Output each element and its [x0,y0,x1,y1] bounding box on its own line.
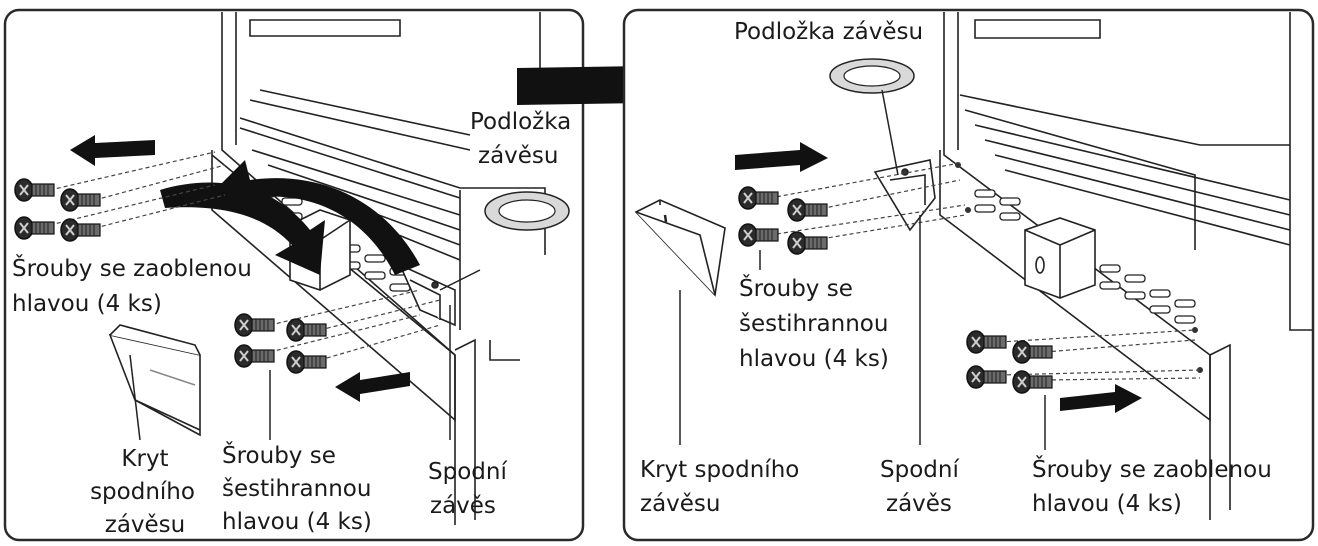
washer-icon [829,58,915,94]
label-cover-line3: závěsu [104,512,186,538]
label-hex-screws-line1: Šrouby se [739,276,853,302]
arrow-icon [70,135,410,402]
label-cover-line2: spodního [90,479,195,505]
washer-icon [484,191,570,231]
leader-lines [129,269,481,441]
label-hex-screws-line2: šestihrannou [222,476,372,502]
right-panel-frame [622,8,1315,542]
label-hinge-line1: Spodní [428,459,507,485]
label-washer-line2: závěsu [478,143,559,169]
cover-icon [634,199,726,297]
dashed-guides [769,162,1201,381]
label-cover-line2: závěsu [640,491,721,517]
label-washer-line1: Podložka [470,109,572,135]
label-cover-line1: Kryt [121,446,169,472]
label-cover-line1: Kryt spodního [640,457,800,483]
cube-block [1024,217,1096,299]
cover-icon [108,324,201,437]
label-hinge-line2: závěs [886,491,952,517]
label-hex-screws-line1: Šrouby se [222,443,336,469]
rotate-arrow-icon [160,160,420,275]
label-hinge-line1: Spodní [880,457,959,483]
left-panel: Podložka závěsu Šrouby se zaoblenou hlav… [3,8,585,542]
label-hex-screws-line3: hlavou (4 ks) [222,509,372,535]
label-round-screws-line1: Šrouby se zaoblenou [12,256,252,282]
label-round-screws-line1: Šrouby se zaoblenou [1032,457,1272,483]
right-panel: Podložka závěsu Šrouby se šestihrannou h… [622,8,1315,542]
label-hinge-line2: závěs [430,493,496,519]
label-washer: Podložka závěsu [734,19,924,45]
dashed-guides [49,151,441,361]
hinge-icon [873,159,936,232]
label-round-screws-line2: hlavou (4 ks) [1032,491,1182,517]
label-round-screws-line2: hlavou (4 ks) [12,291,162,317]
leader-lines [679,89,1046,450]
label-hex-screws-line3: hlavou (4 ks) [739,346,889,372]
hinge-icon [398,263,456,327]
arrow-icon [735,142,1142,413]
label-hex-screws-line2: šestihrannou [739,311,889,337]
